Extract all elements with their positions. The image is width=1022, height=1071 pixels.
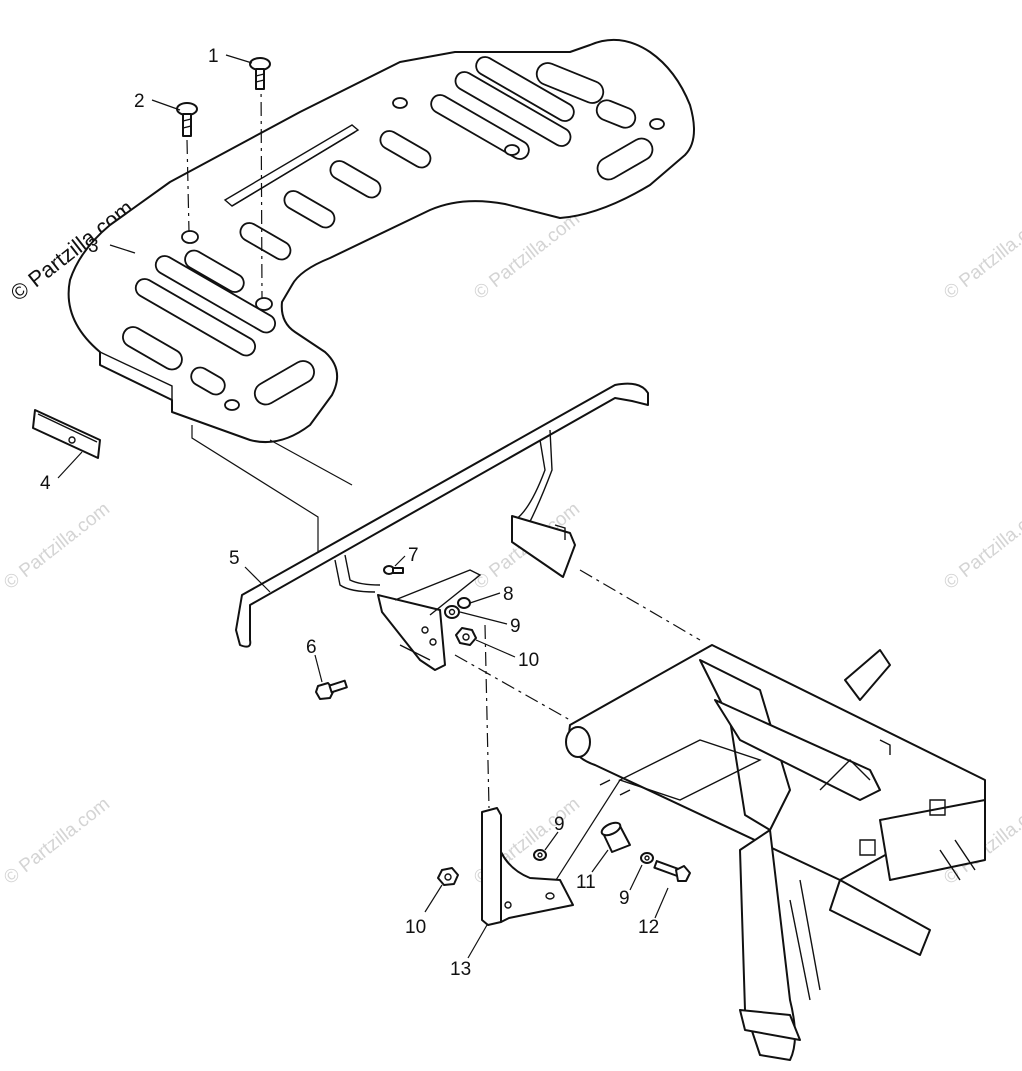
hardware-parts-8-9-10 xyxy=(444,597,477,646)
callout-6: 6 xyxy=(306,637,317,658)
vehicle-frame xyxy=(565,644,986,1061)
upper-bracket xyxy=(511,515,576,578)
callout-11: 11 xyxy=(576,872,596,893)
watermark-faint: © Partzilla.com xyxy=(470,209,584,304)
reflector-part-4 xyxy=(32,409,101,459)
callout-leaders xyxy=(57,54,669,959)
callout-3: 3 xyxy=(88,236,99,257)
spacer-part-11 xyxy=(600,821,631,853)
callout-9-lower-right: 9 xyxy=(619,888,630,909)
callout-7: 7 xyxy=(408,545,419,566)
watermark-faint: © Partzilla.com xyxy=(940,209,1022,304)
bolt-part-6 xyxy=(315,679,348,700)
bracket-part-13 xyxy=(481,807,574,926)
callout-5: 5 xyxy=(229,548,240,569)
watermark-faint: © Partzilla.com xyxy=(0,794,114,889)
callout-8: 8 xyxy=(503,584,514,605)
bolt-part-7 xyxy=(383,565,404,575)
callout-2: 2 xyxy=(134,91,145,112)
callout-13: 13 xyxy=(450,959,471,980)
callout-9-upper: 9 xyxy=(510,616,521,637)
callout-10-upper: 10 xyxy=(518,650,539,671)
callout-9-lower-left: 9 xyxy=(554,814,565,835)
screw-part-1 xyxy=(249,57,271,90)
screw-part-2 xyxy=(176,102,198,137)
callout-12: 12 xyxy=(638,917,659,938)
nut-part-10 xyxy=(437,867,459,886)
callouts: 1 2 3 4 5 6 7 8 9 10 9 11 9 12 10 13 xyxy=(40,46,659,980)
rack-part-3 xyxy=(67,38,695,444)
callout-4: 4 xyxy=(40,473,51,494)
watermark-faint: © Partzilla.com xyxy=(940,499,1022,594)
callout-10-lower: 10 xyxy=(405,917,426,938)
callout-1: 1 xyxy=(208,46,219,67)
bolt-part-12 xyxy=(640,852,691,882)
left-bracket xyxy=(377,569,482,671)
washer-part-9 xyxy=(533,849,547,861)
watermark-faint: © Partzilla.com xyxy=(0,499,114,594)
